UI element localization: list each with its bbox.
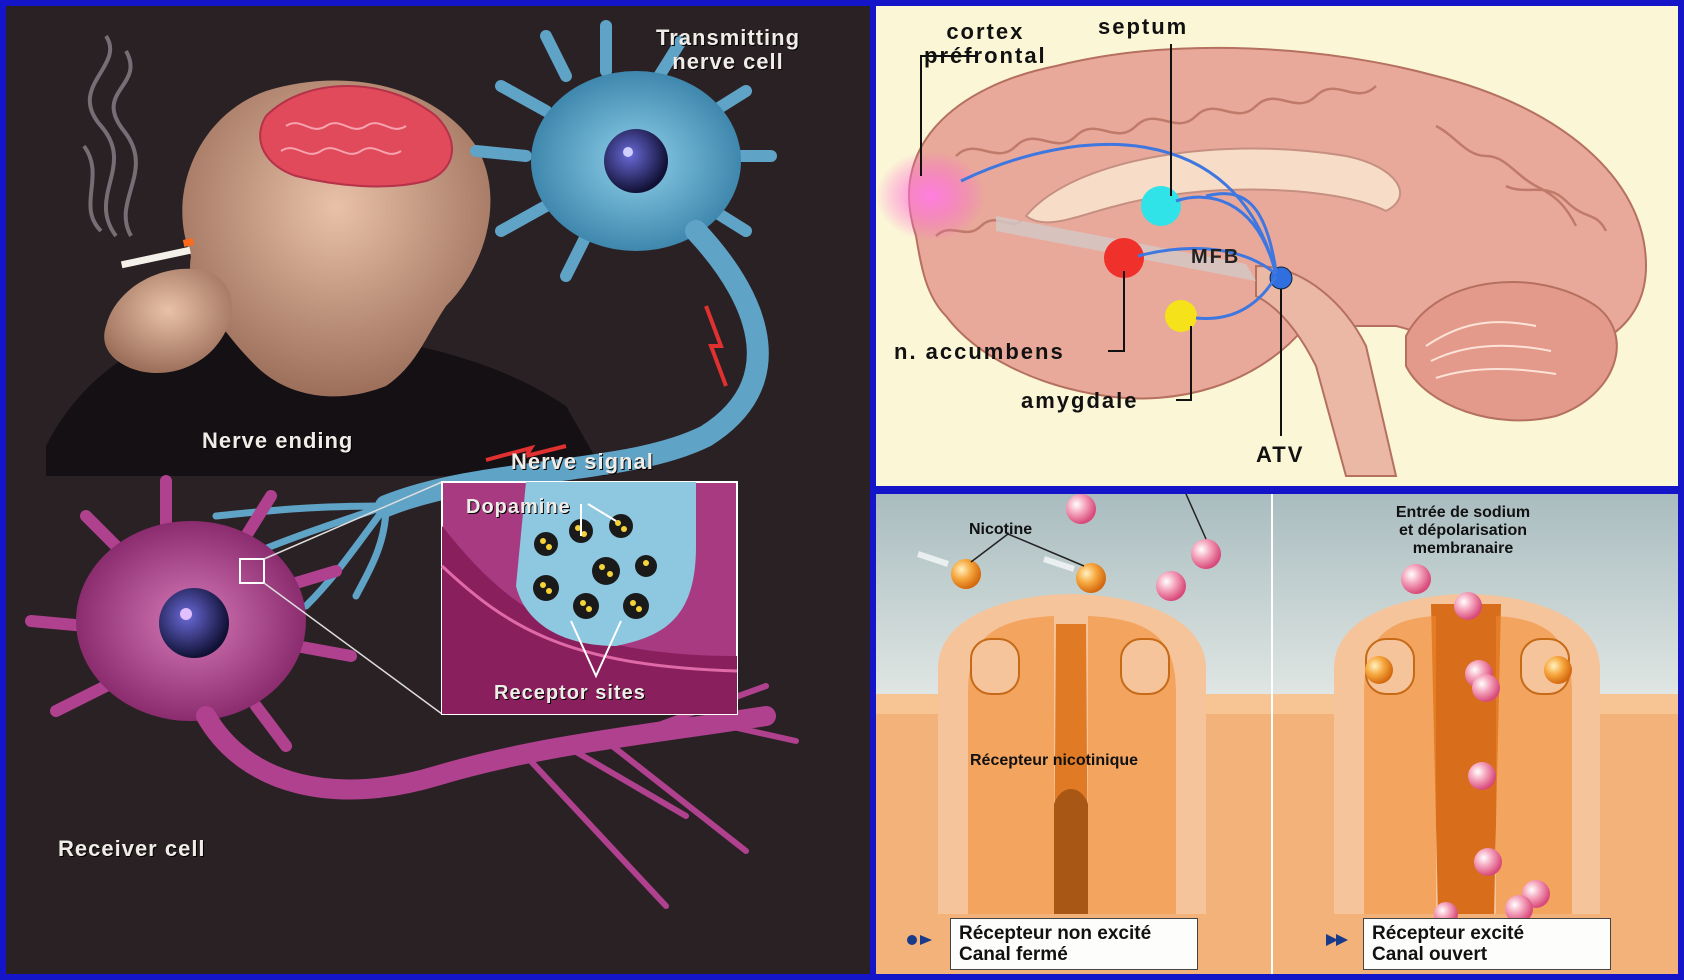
legend-closed: Récepteur non excité Canal fermé [950, 918, 1198, 970]
label-sodium-entry: Entrée de sodium et dépolarisation membr… [1368, 504, 1558, 558]
label-transmitting-nerve-cell: Transmitting nerve cell [656, 26, 800, 74]
label-receiver-cell: Receiver cell [58, 836, 206, 862]
nicotinic-receptor-diagram [876, 494, 1678, 974]
label-nicotinic-receptor: Récepteur nicotinique [970, 752, 1138, 770]
brain-sagittal-diagram [876, 6, 1678, 486]
neuron-illustration [6, 6, 870, 974]
legend-closed-line2: Canal fermé [959, 944, 1189, 965]
cerebellum [1406, 282, 1617, 420]
legend-open-line2: Canal ouvert [1372, 944, 1602, 965]
nicotinic-receptor-panel: Nicotine Entrée de sodium et dépolarisat… [876, 494, 1678, 974]
label-receptor-sites: Receptor sites [494, 682, 646, 705]
label-nerve-signal: Nerve signal [511, 449, 654, 475]
cigarette [121, 247, 191, 268]
label-atv: ATV [1256, 442, 1304, 468]
region-amygdale [1165, 300, 1197, 332]
region-cortex-prefrontal [876, 151, 986, 241]
label-nicotine: Nicotine [969, 521, 1032, 539]
label-amygdale: amygdale [1021, 388, 1139, 414]
brain-reward-pathway-panel: cortex préfrontal septum MFB n. accumben… [876, 6, 1678, 486]
region-septum [1141, 186, 1181, 226]
label-cortex-prefrontal: cortex préfrontal [924, 20, 1047, 68]
smoke [84, 36, 136, 236]
legend-open: Récepteur excité Canal ouvert [1363, 918, 1611, 970]
label-n-accumbens: n. accumbens [894, 339, 1065, 365]
receptor-open [1334, 594, 1600, 914]
label-septum: septum [1098, 14, 1188, 40]
neuron-illustration-panel: Transmitting nerve cell Nerve ending Ner… [6, 6, 870, 974]
legend-closed-line1: Récepteur non excité [959, 923, 1189, 944]
legend-open-line1: Récepteur excité [1372, 923, 1602, 944]
label-dopamine: Dopamine [466, 496, 571, 519]
label-mfb: MFB [1191, 246, 1240, 269]
label-nerve-ending: Nerve ending [202, 428, 353, 454]
